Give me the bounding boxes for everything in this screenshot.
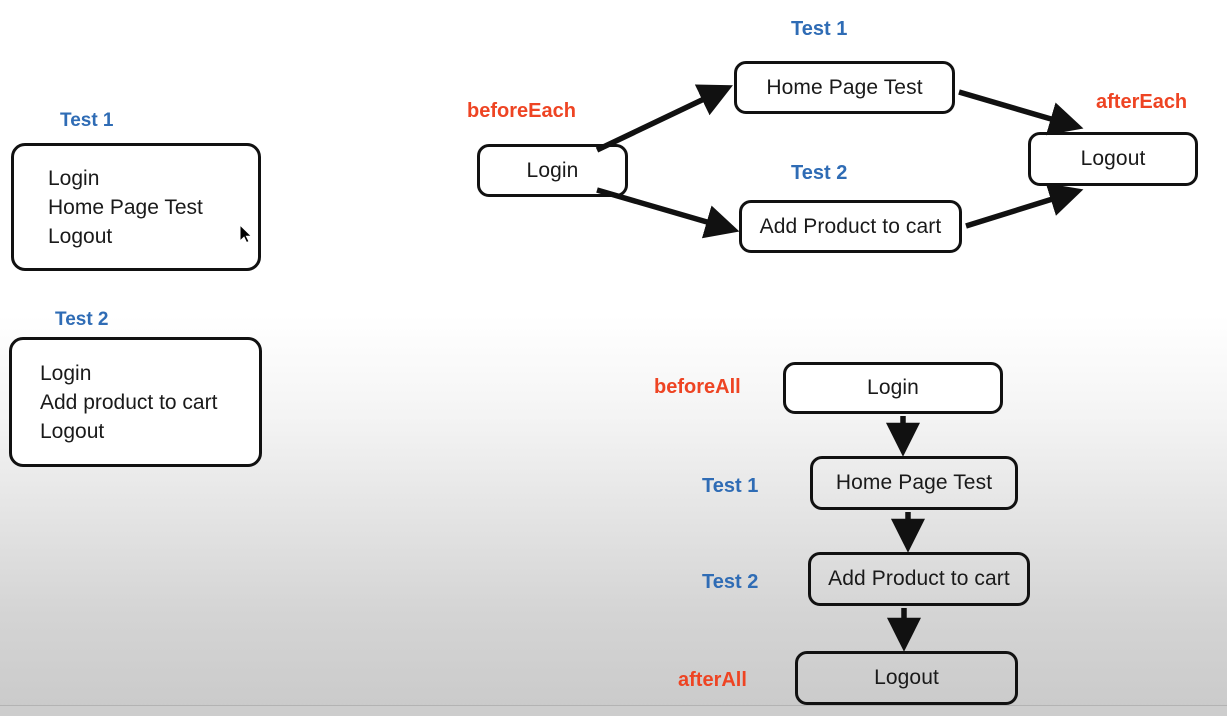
before-all-label: beforeAll (654, 376, 741, 398)
list-item: Login (40, 361, 92, 385)
before-each-label: beforeEach (467, 100, 576, 122)
left-group-1-caption: Test 1 (60, 110, 114, 131)
list-item: Login (48, 166, 100, 190)
bottom-node-login: Login (783, 362, 1003, 414)
top-diagram-test2-label: Test 2 (791, 162, 848, 184)
top-node-add-product: Add Product to cart (739, 200, 962, 253)
bottom-node-add-product: Add Product to cart (808, 552, 1030, 606)
bottom-divider (0, 705, 1227, 706)
bottom-diagram-test2-label: Test 2 (702, 571, 759, 593)
bottom-node-logout: Logout (795, 651, 1018, 705)
list-item: Add product to cart (40, 390, 218, 414)
top-diagram-test1-label: Test 1 (791, 18, 848, 40)
arrow-login-to-home (595, 84, 733, 153)
list-item: Home Page Test (48, 195, 203, 219)
left-group-2-caption: Test 2 (55, 309, 109, 330)
bottom-node-home-page-test: Home Page Test (810, 456, 1018, 510)
bottom-strip (0, 706, 1227, 716)
after-all-label: afterAll (678, 669, 747, 691)
arrow-addproduct-to-logout (965, 183, 1084, 229)
top-node-home-page-test: Home Page Test (734, 61, 955, 114)
top-node-login: Login (477, 144, 628, 197)
test2-steps-box: Login Add product to cart Logout (9, 337, 262, 467)
mouse-pointer-icon (239, 224, 253, 244)
test1-steps-box: Login Home Page Test Logout (11, 143, 261, 271)
list-item: Logout (40, 419, 105, 443)
list-item: Logout (48, 224, 113, 248)
after-each-label: afterEach (1096, 91, 1188, 113)
bottom-diagram-test1-label: Test 1 (702, 475, 759, 497)
arrow-home-to-logout (958, 89, 1084, 136)
top-node-logout: Logout (1028, 132, 1198, 186)
